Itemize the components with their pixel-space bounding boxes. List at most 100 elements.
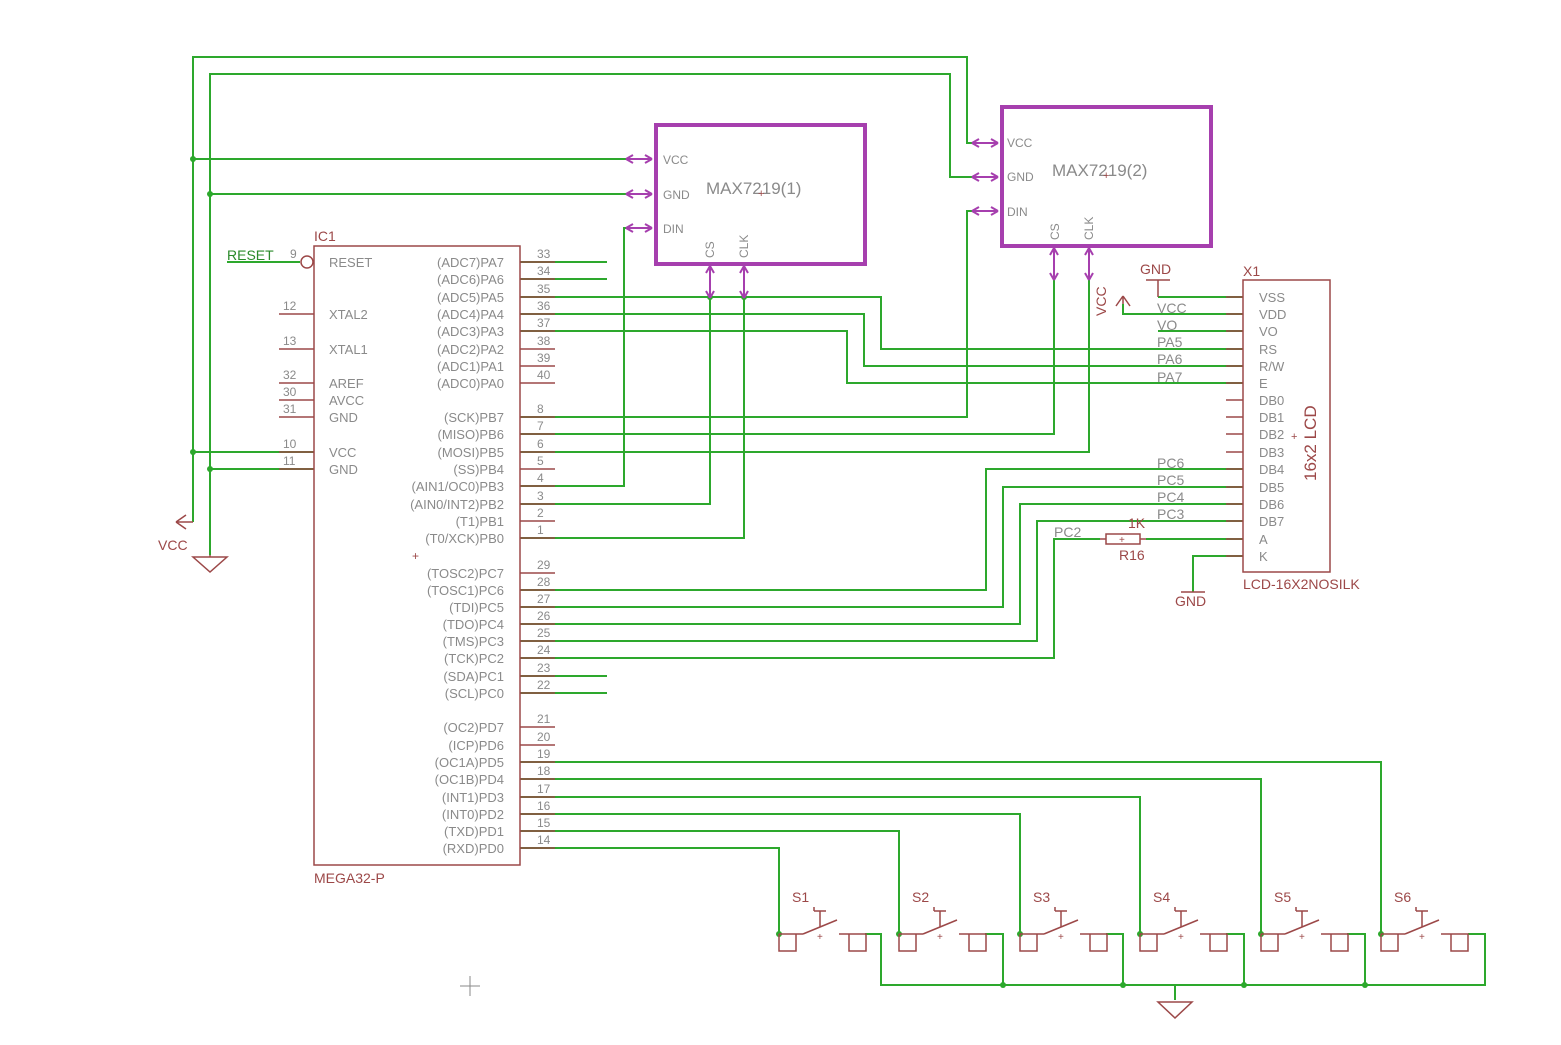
mcu-pin-name: (OC2)PD7 [443, 720, 504, 735]
lcd-title: 16x2 LCD [1301, 405, 1320, 481]
mcu-pin-number: 16 [537, 799, 551, 813]
mcu-pin-number: 40 [537, 368, 551, 382]
max7219-module-1[interactable]: MAX7219(1) VCC GND DIN CS CLK + [654, 123, 867, 266]
junction-dot [207, 466, 213, 472]
lcd-pin-name: VSS [1259, 290, 1285, 305]
junction-dot [1241, 982, 1247, 988]
mcu-pin-number: 9 [290, 247, 297, 261]
mcu-pin-name: RESET [329, 255, 372, 270]
mcu-ic1[interactable]: IC1 MEGA32-P 9RESET12XTAL213XTAL132AREF3… [279, 228, 555, 886]
net-label-pa6: PA6 [1157, 351, 1183, 367]
max7219-2-body [1000, 105, 1213, 248]
max7219-2-pin-din: DIN [1007, 205, 1028, 219]
wire-gnd-rail [209, 73, 985, 555]
mcu-pin-name: (TOSC2)PC7 [427, 566, 504, 581]
mcu-pin-name: (T0/XCK)PB0 [425, 531, 504, 546]
mcu-pin-name: XTAL1 [329, 342, 368, 357]
junction-dot [1000, 982, 1006, 988]
junction-dot [190, 156, 196, 162]
switch-origin: + [1178, 932, 1184, 943]
junction-dot [190, 449, 196, 455]
mcu-pin-number: 20 [537, 730, 551, 744]
max7219-2-pin-vcc: VCC [1007, 136, 1033, 150]
mcu-pin-number: 23 [537, 661, 551, 675]
lcd-ref: X1 [1243, 263, 1260, 279]
net-label-pa5: PA5 [1157, 334, 1183, 350]
mcu-pin-name: (ICP)PD6 [448, 738, 504, 753]
net-label-reset: RESET [227, 247, 274, 263]
pin-arrow [971, 138, 999, 148]
mcu-pin-number: 15 [537, 816, 551, 830]
mcu-pin-name: (TCK)PC2 [444, 651, 504, 666]
mcu-pin-number: 34 [537, 264, 551, 278]
max7219-module-2[interactable]: MAX7219(2) VCC GND DIN CS CLK + [1000, 105, 1213, 248]
mcu-pin-number: 39 [537, 351, 551, 365]
switch-symbol [1380, 907, 1469, 952]
lcd-x1[interactable]: X1 LCD-16X2NOSILK 16x2 LCD + VSSVDDVORSR… [1226, 263, 1360, 592]
wire-lcd-k [1192, 555, 1243, 592]
mcu-pin-number: 30 [283, 385, 297, 399]
wire-pd3-s4 [520, 796, 1141, 934]
pushbutton-s3[interactable]: S3+ [1019, 889, 1108, 952]
net-label-pc4: PC4 [1157, 489, 1184, 505]
net-labels: RESET VCC VO PA5 PA6 PA7 PC6 PC5 PC4 PC3… [227, 247, 1187, 540]
mcu-pin-number: 38 [537, 334, 551, 348]
pin-arrow [971, 172, 999, 182]
pushbutton-s2[interactable]: S2+ [898, 889, 987, 952]
lcd-pin-name: DB4 [1259, 462, 1284, 477]
junction-dot [1120, 982, 1126, 988]
mcu-ref: IC1 [314, 228, 336, 244]
mcu-pin-name: (TDI)PC5 [449, 600, 504, 615]
mcu-pin-number: 37 [537, 316, 551, 330]
mcu-pin-number: 25 [537, 626, 551, 640]
net-label-vo: VO [1157, 317, 1177, 333]
wire-s3-common [1106, 933, 1124, 985]
lcd-body [1242, 279, 1331, 573]
mcu-pin-number: 4 [537, 471, 544, 485]
mcu-pin-number: 26 [537, 609, 551, 623]
mcu-pin-number: 10 [283, 437, 297, 451]
pin-arrow-markers [625, 138, 1094, 299]
mcu-pin-name: GND [329, 462, 358, 477]
vcc-left-symbol [175, 514, 193, 530]
mcu-left-pins: 9RESET12XTAL213XTAL132AREF30AVCC31GND10V… [279, 247, 372, 477]
wire-pb5-clk2 [520, 265, 1090, 453]
power-symbols [175, 255, 1205, 1020]
wire-s5-common [1347, 933, 1366, 985]
switch-origin: + [1299, 932, 1305, 943]
pushbutton-s6[interactable]: S6+ [1380, 889, 1469, 952]
wire-pb0-clk1 [520, 282, 745, 539]
wire-lcd-vdd [1122, 304, 1243, 315]
switch-label: S1 [792, 889, 809, 905]
mcu-pin-name: (MISO)PB6 [438, 427, 504, 442]
lcd-pin-name: A [1259, 532, 1268, 547]
mcu-right-pins: 33(ADC7)PA734(ADC6)PA635(ADC5)PA536(ADC4… [410, 247, 555, 856]
mcu-pin-number: 36 [537, 299, 551, 313]
mcu-pin-number: 31 [283, 402, 297, 416]
vcc-lcd-symbol [1115, 295, 1131, 307]
mcu-pin-name: (SCK)PB7 [444, 410, 504, 425]
pushbutton-s1[interactable]: S1+ [778, 889, 867, 952]
pushbutton-s5[interactable]: S5+ [1260, 889, 1349, 952]
max7219-2-pin-gnd: GND [1007, 170, 1034, 184]
mcu-pin-name: (TMS)PC3 [443, 634, 504, 649]
mcu-value: MEGA32-P [314, 870, 385, 886]
r16-value: 1K [1128, 515, 1146, 531]
pin-arrow [1049, 247, 1059, 281]
resistor-r16[interactable]: + 1K R16 [1100, 515, 1146, 563]
lcd-pin-name: DB0 [1259, 393, 1284, 408]
lcd-value: LCD-16X2NOSILK [1243, 576, 1360, 592]
pushbutton-s4[interactable]: S4+ [1139, 889, 1228, 952]
mcu-pin-name: XTAL2 [329, 307, 368, 322]
mcu-pin-name: (ADC2)PA2 [437, 342, 504, 357]
mcu-pin-number: 3 [537, 489, 544, 503]
mcu-pin-name: GND [329, 410, 358, 425]
lcd-pin-name: R/W [1259, 359, 1285, 374]
lcd-pin-name: DB7 [1259, 514, 1284, 529]
wire-pc3-db7 [520, 520, 1243, 642]
net-label-pc5: PC5 [1157, 472, 1184, 488]
lcd-pin-name: DB6 [1259, 497, 1284, 512]
mcu-pin-number: 6 [537, 437, 544, 451]
wire-pa5-rs [520, 296, 1243, 350]
